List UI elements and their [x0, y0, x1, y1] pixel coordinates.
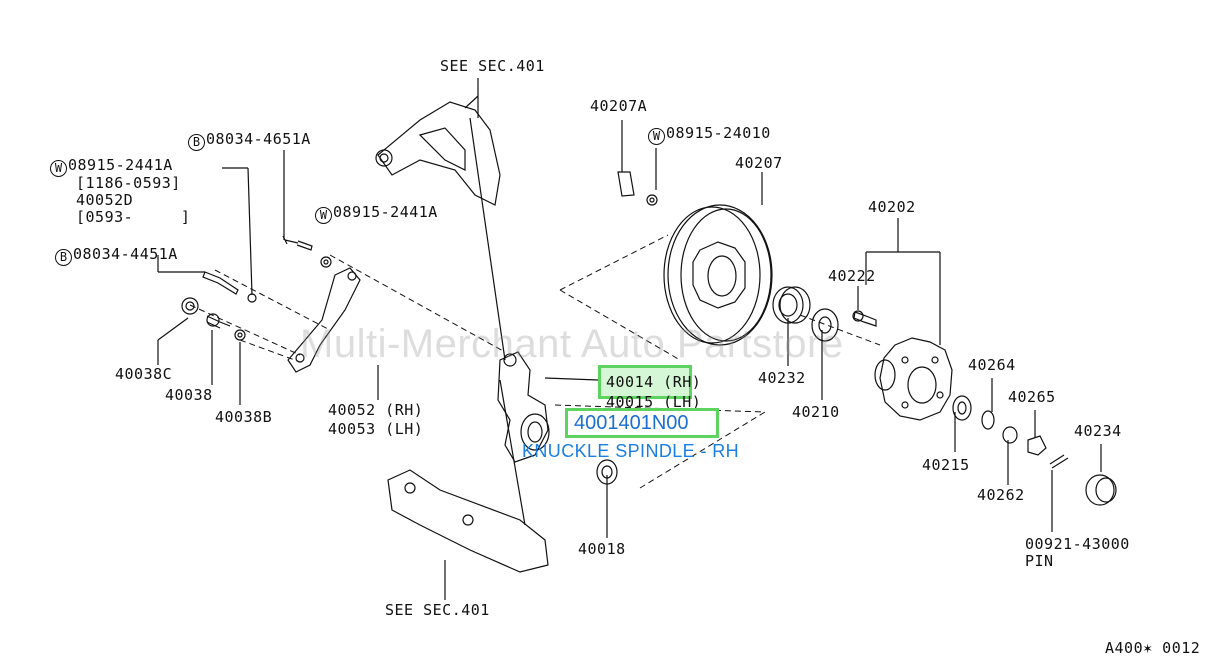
label-40038: 40038 — [165, 386, 213, 404]
label-40052D: 40052D — [76, 191, 134, 209]
washer-circle-marker: W — [648, 128, 665, 145]
label-40207: 40207 — [735, 154, 783, 172]
label-40232: 40232 — [758, 369, 806, 387]
label-40210: 40210 — [792, 403, 840, 421]
label-40207A: 40207A — [590, 97, 648, 115]
washer-circle-marker: W — [315, 207, 332, 224]
part-highlight-box[interactable] — [598, 365, 692, 399]
bolt-circle-marker: B — [188, 134, 205, 151]
part-description-link[interactable]: KNUCKLE SPINDLE - RH — [522, 441, 740, 461]
label-date-range-1: [1186-0593] — [76, 174, 181, 192]
label-40052: 40052 (RH) — [328, 401, 424, 419]
leader-line — [157, 317, 189, 341]
label-40038B: 40038B — [215, 408, 273, 426]
label-see-sec-top: SEE SEC.401 — [440, 57, 545, 75]
label-40015: 40015 (LH) — [606, 393, 702, 411]
label-40234: 40234 — [1074, 422, 1122, 440]
label-40018: 40018 — [578, 540, 626, 558]
label-00921-43000: 00921-43000 — [1025, 535, 1130, 553]
label-40053: 40053 (LH) — [328, 420, 424, 438]
part-number-link[interactable]: 4001401N00 — [565, 408, 719, 438]
label-40262: 40262 — [977, 486, 1025, 504]
label-40215: 40215 — [922, 456, 970, 474]
label-pin: PIN — [1025, 552, 1054, 570]
label-40038C: 40038C — [115, 365, 173, 383]
watermark-text: Multi-Merchant Auto Partstore — [300, 322, 844, 366]
label-date-range-2: [0593- ] — [76, 208, 191, 226]
label-40264: 40264 — [968, 356, 1016, 374]
washer-circle-marker: W — [50, 160, 67, 177]
diagram-code: A400✶ 0012 — [1105, 639, 1201, 657]
label-40222: 40222 — [828, 267, 876, 285]
label-40202: 40202 — [868, 198, 916, 216]
leader-line — [544, 377, 599, 381]
label-40014[interactable]: 40014 (RH) — [606, 373, 702, 391]
label-40265: 40265 — [1008, 388, 1056, 406]
bolt-circle-marker: B — [55, 249, 72, 266]
label-see-sec-bottom: SEE SEC.401 — [385, 601, 490, 619]
